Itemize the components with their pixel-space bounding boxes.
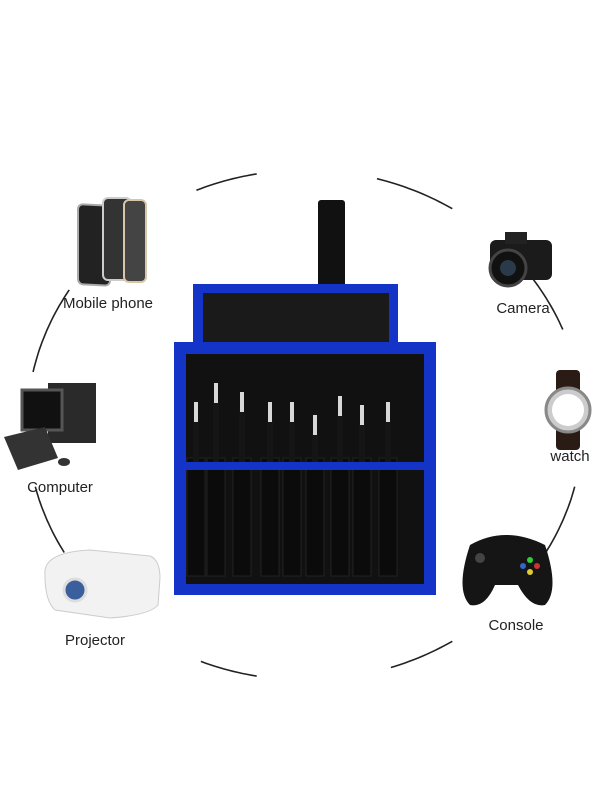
ring-arc (34, 486, 65, 553)
tweezer (260, 402, 280, 577)
ring-arc (390, 640, 453, 669)
camera-image (488, 232, 552, 288)
tweezer (206, 383, 226, 577)
label-mobile-phone: Mobile phone (62, 295, 154, 312)
ring-arc (200, 660, 257, 677)
computer-image (4, 383, 96, 470)
tweezers-set (186, 383, 398, 577)
tweezer (305, 415, 325, 577)
label-console: Console (488, 617, 544, 634)
tweezer (378, 402, 398, 577)
projector-image (44, 549, 161, 619)
ring-arc (196, 173, 257, 192)
console-controller-image (462, 535, 553, 606)
tweezer (186, 402, 206, 577)
ring-arc (32, 289, 70, 373)
tweezer (330, 396, 350, 577)
label-camera: Camera (496, 300, 550, 317)
tweezer (232, 392, 252, 577)
pouch-strap (318, 200, 345, 290)
ring-arc (376, 177, 453, 210)
ring-arc (532, 278, 564, 330)
ring-arc (545, 486, 576, 553)
tweezer (352, 405, 372, 577)
connection-ring (32, 173, 576, 677)
tool-pouch (174, 200, 436, 595)
label-watch: watch (550, 448, 590, 465)
label-projector: Projector (64, 632, 126, 649)
watch-image (544, 370, 592, 450)
mobile-phone-image (77, 197, 147, 287)
tweezer (282, 402, 302, 577)
label-computer: Computer (27, 479, 93, 496)
